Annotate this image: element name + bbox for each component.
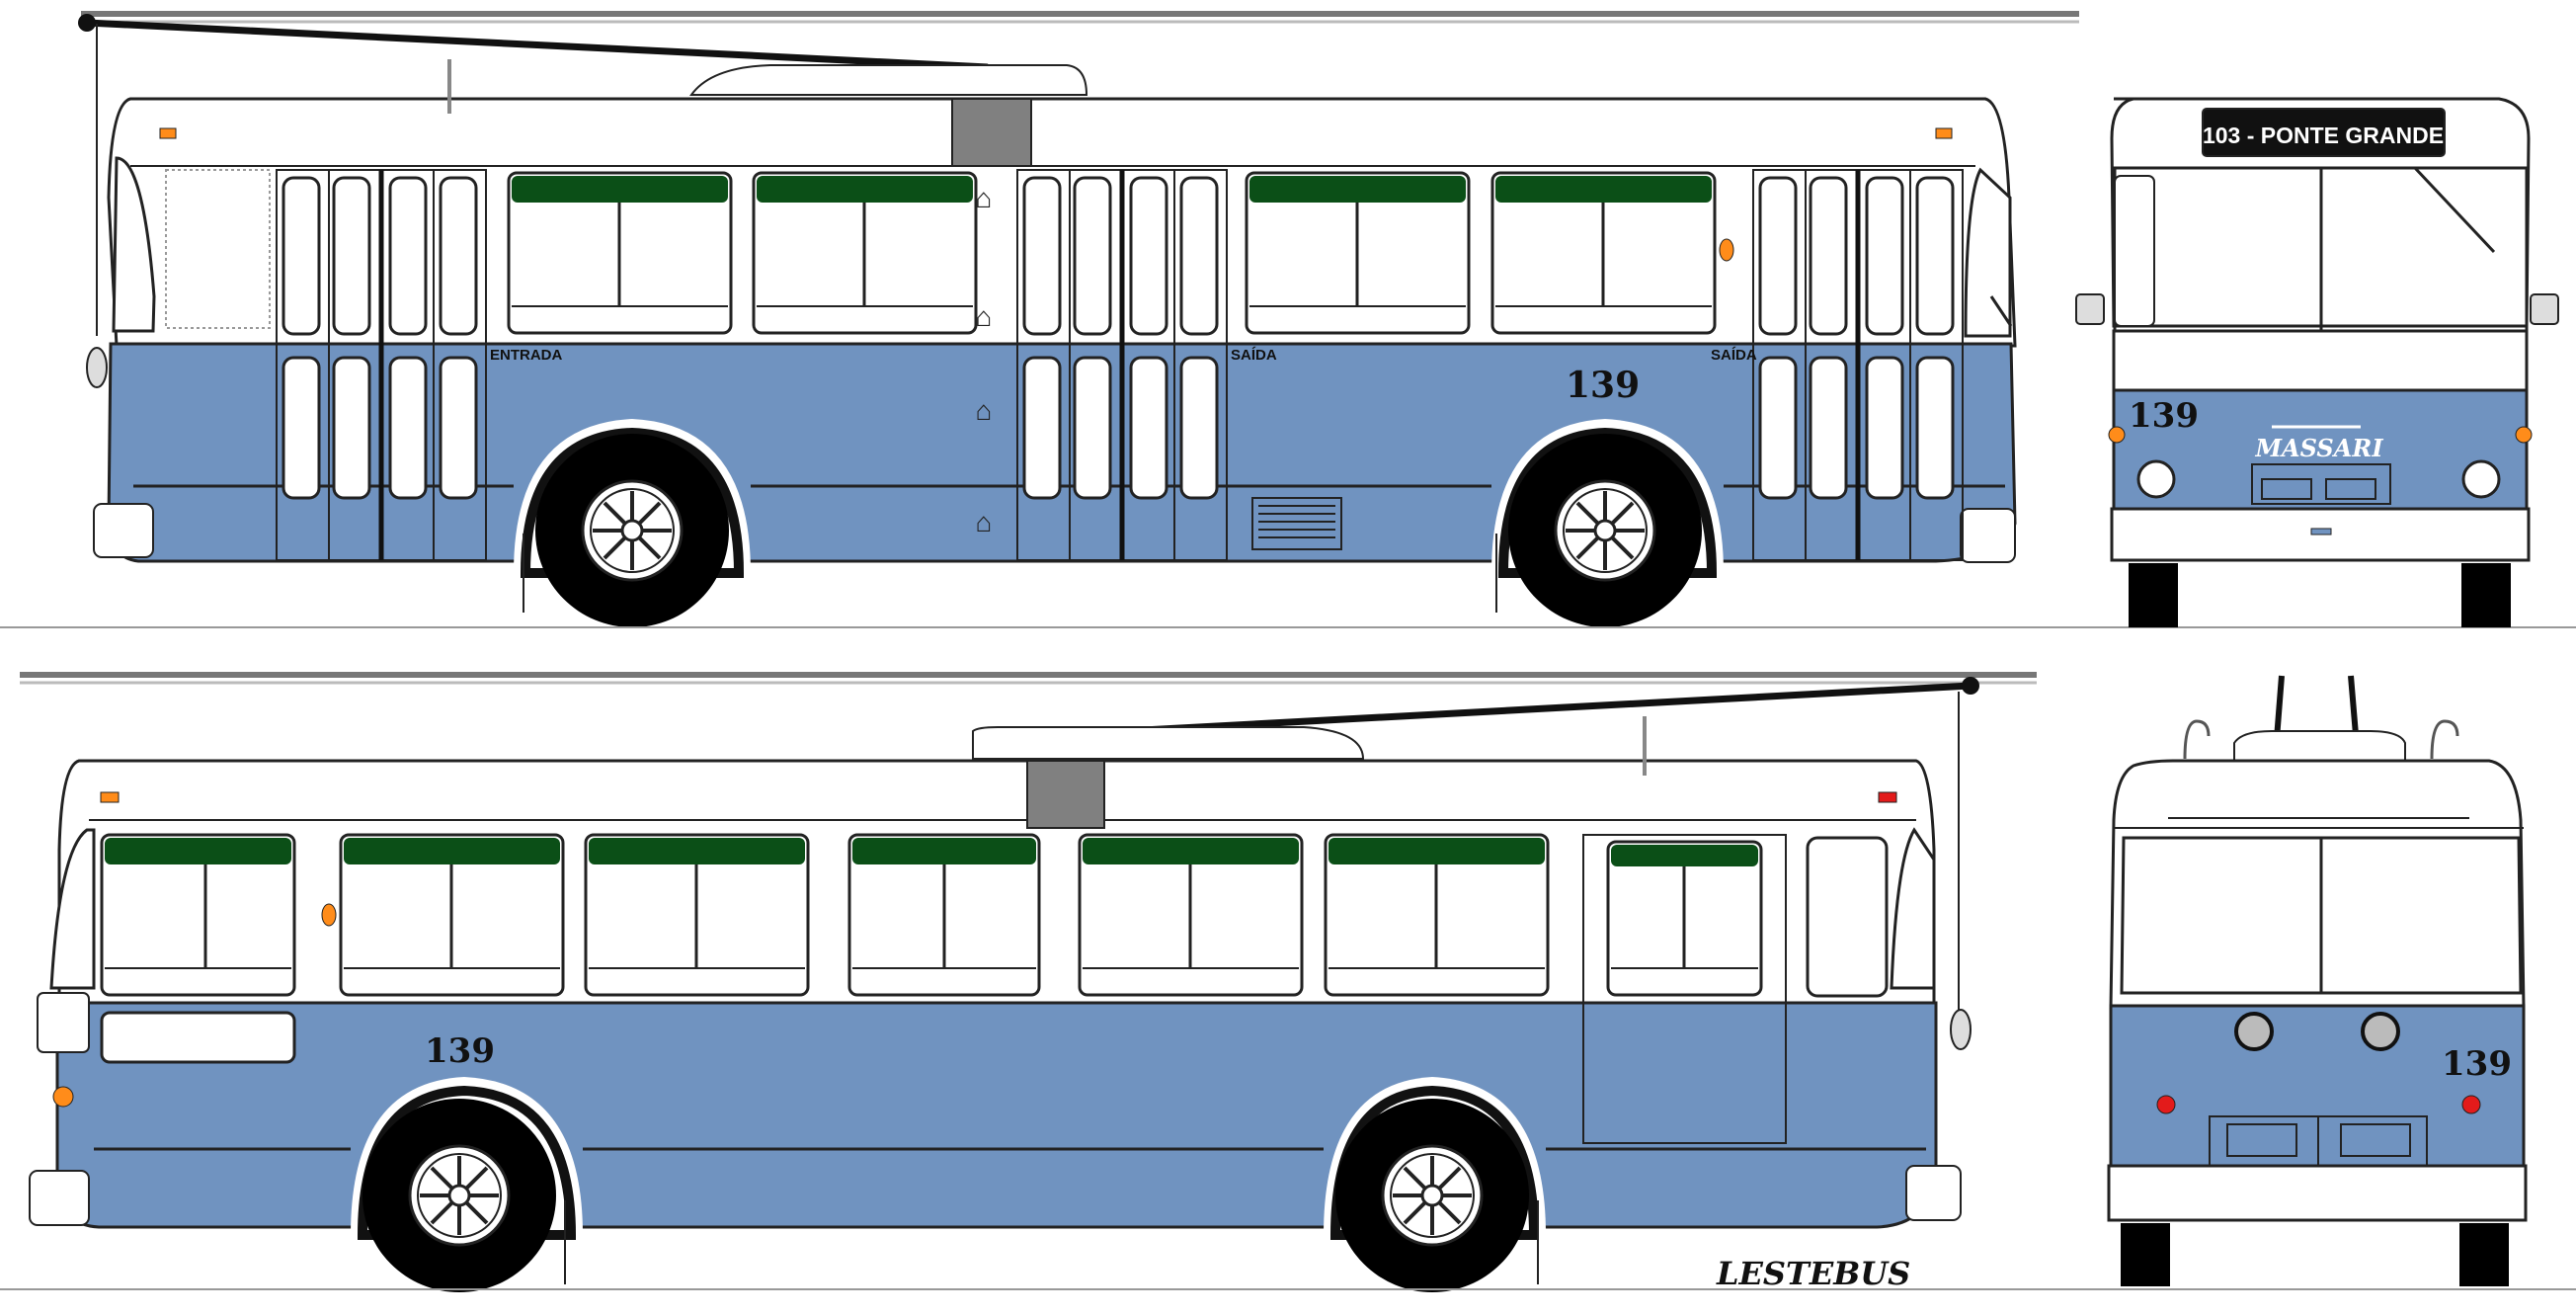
- rear-door: [1752, 169, 1964, 561]
- fleet-number-side-right: 139: [1566, 365, 1640, 406]
- wheel-icon: [535, 434, 729, 627]
- wheel-icon: [1335, 1099, 1529, 1292]
- door-icon: ⌂: [976, 301, 993, 332]
- rear-view: 139: [2107, 675, 2528, 1286]
- saida-label-2: SAÍDA: [1711, 347, 1757, 364]
- wheel-icon: [362, 1099, 556, 1292]
- fleet-number-side-left: 139: [425, 1031, 495, 1071]
- trolley-pole: [86, 19, 989, 71]
- door-icon: ⌂: [976, 395, 993, 426]
- right-side-view: ⌂ ⌂ ⌂ ⌂ ENTRADA SAÍDA SAÍDA 139: [0, 11, 2576, 628]
- wheel-icon: [1508, 434, 1702, 627]
- entrada-label: ENTRADA: [490, 347, 562, 364]
- trolley-pole: [1086, 682, 1972, 737]
- door-icon: ⌂: [976, 183, 993, 213]
- destination-sign: [2202, 108, 2446, 157]
- fleet-number-rear: 139: [2442, 1044, 2512, 1084]
- left-side-view: 139 LESTEBUS: [0, 672, 2576, 1292]
- side-windows: [507, 171, 1717, 335]
- fleet-number-front: 139: [2129, 396, 2199, 436]
- middle-door: [1016, 169, 1228, 561]
- front-door: [276, 169, 487, 561]
- destination-sign-text: 103 - PONTE GRANDE: [2203, 123, 2444, 148]
- front-view: 103 - PONTE GRANDE 139 MASSARI: [2075, 97, 2559, 627]
- artist-signature: LESTEBUS: [1716, 1255, 1910, 1292]
- manufacturer-logo: MASSARI: [2254, 434, 2383, 462]
- door-icon: ⌂: [976, 507, 993, 537]
- side-windows: [100, 833, 1550, 997]
- saida-label-1: SAÍDA: [1231, 347, 1277, 364]
